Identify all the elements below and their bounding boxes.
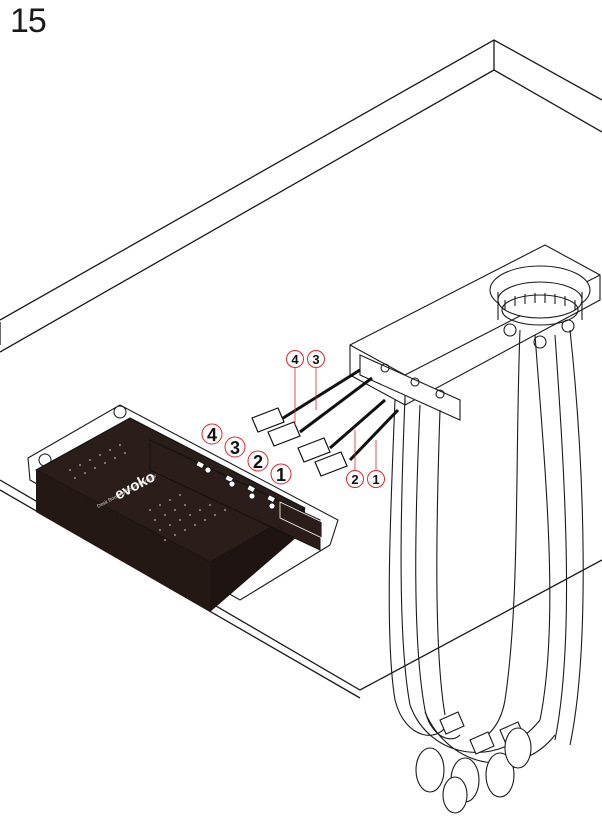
svg-text:2: 2 [253, 452, 263, 472]
device-port-callouts: 4 3 2 1 [201, 423, 292, 485]
svg-text:2: 2 [351, 472, 358, 487]
svg-text:4: 4 [207, 425, 217, 445]
device-ports [195, 460, 323, 539]
cable-callout-2: 2 [346, 470, 364, 488]
desk-surface [0, 39, 602, 699]
network-cables [279, 368, 400, 462]
port-callout-4: 4 [201, 423, 223, 445]
cable-callout-3: 3 [307, 350, 325, 368]
cable-callouts: 4 3 2 1 [286, 350, 385, 488]
svg-text:3: 3 [312, 352, 319, 367]
port-callout-3: 3 [224, 436, 246, 458]
svg-text:4: 4 [291, 352, 299, 367]
svg-text:1: 1 [276, 465, 286, 485]
evoko-device: evoko Desk Booking Room Manager [27, 404, 339, 612]
step-number: 15 [10, 2, 47, 40]
cable-callout-4: 4 [286, 350, 304, 368]
svg-text:1: 1 [372, 472, 379, 487]
rj45-plug-icon [251, 407, 348, 477]
svg-text:3: 3 [230, 438, 240, 458]
port-callout-2: 2 [247, 450, 269, 472]
cable-tray-icon [349, 244, 601, 814]
cable-callout-1: 1 [367, 470, 385, 488]
port-callout-1: 1 [270, 463, 292, 485]
